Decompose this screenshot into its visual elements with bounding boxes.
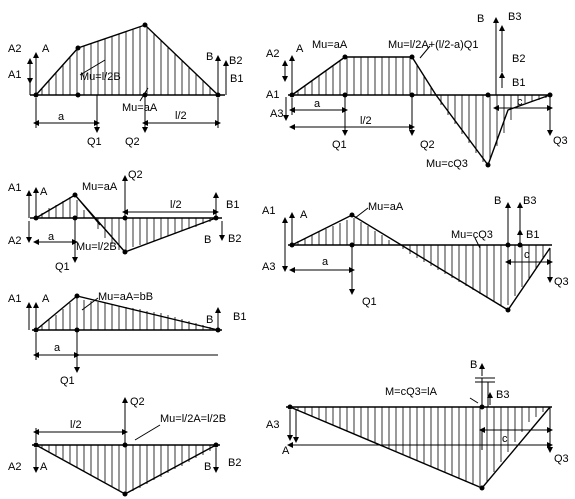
label-m-eq: M=cQ3=lA [385,386,438,398]
label-c: c [517,96,523,108]
label-B1: B1 [226,199,239,211]
label-Q1: Q1 [362,296,377,308]
label-l2: l/2 [70,419,82,431]
label-Q3: Q3 [554,453,569,465]
label-A2: A2 [266,48,279,60]
label-mu-cq3: Mu=cQ3 [426,158,468,170]
label-A: A [42,293,50,305]
label-a: a [54,342,61,354]
label-a: a [314,98,321,110]
label-Q1: Q1 [87,136,102,148]
diagram-2: A2 A Mu=aA Mu=l/2A+(l/2-a)Q1 B B3 B2 B1 … [266,11,568,170]
label-l2: l/2 [360,115,372,127]
label-mu-l2b: Mu=l/2B [80,71,121,83]
label-A: A [42,43,50,55]
label-A1: A1 [8,69,21,81]
label-mu-aa: Mu=aA [368,201,404,213]
label-Q2: Q2 [130,396,145,408]
label-A1: A1 [266,89,279,101]
moment-area-2 [297,57,547,162]
label-mu-aa: Mu=aA [82,181,118,193]
label-B: B [206,51,213,63]
moment-area-7 [297,407,544,486]
moment-outline-4 [291,214,551,311]
label-A1: A1 [8,182,21,194]
label-Q1: Q1 [332,139,347,151]
label-A2: A2 [8,235,21,247]
label-B: B [206,314,213,326]
label-Q3: Q3 [553,135,568,147]
diagram-7: B B3 M=cQ3=lA A3 A c Q3 [266,359,569,491]
label-c: c [524,249,530,261]
moment-area-6 [41,445,211,494]
label-Q1: Q1 [55,261,70,273]
label-B1: B1 [512,77,525,89]
label-l2: l/2 [170,199,182,211]
label-A: A [300,209,308,221]
label-mu-long: Mu=l/2A+(l/2-a)Q1 [388,39,478,51]
label-B1: B1 [230,73,243,85]
label-mu-eq: Mu=l/2A=l/2B [160,413,226,425]
label-mu-aa: Mu=aA [312,39,348,51]
moment-area-5 [41,298,211,330]
label-Q1: Q1 [60,375,75,387]
label-A3: A3 [270,108,283,120]
label-A3: A3 [262,261,275,273]
label-B: B [494,195,501,207]
label-mu-eq: Mu=aA=bB [98,291,153,303]
label-a: a [58,111,65,123]
moment-area-4 [297,218,544,306]
label-B: B [204,461,211,473]
diagram-6: l/2 Q2 Mu=l/2A=l/2B A2 A B B2 [8,396,241,497]
label-mu-cq3: Mu=cQ3 [451,229,493,241]
label-A: A [40,186,48,198]
label-B3: B3 [508,11,521,23]
label-A3: A3 [266,419,279,431]
label-B3: B3 [496,389,509,401]
label-mu-l2b: Mu=l/2B [76,241,117,253]
label-B1: B1 [526,229,539,241]
label-B2: B2 [229,55,242,67]
label-B: B [204,234,211,246]
label-a: a [48,231,55,243]
label-B2: B2 [228,457,241,469]
moment-outline-7 [289,406,551,489]
label-l2: l/2 [175,110,187,122]
label-A: A [296,43,304,55]
diagram-1: A2 A A1 Mu=l/2B Mu=aA B B2 B1 a l/2 Q1 Q… [8,22,243,148]
label-B2: B2 [228,233,241,245]
diagram-5: A1 A Mu=aA=bB B B1 a Q1 [8,291,246,387]
moment-area-3 [41,197,211,250]
label-A1: A1 [262,205,275,217]
diagram-4: A1 A Mu=aA B B3 Mu=cQ3 B1 A3 a c Q1 Q3 [262,195,569,313]
label-B3: B3 [523,195,536,207]
diagram-3: A1 A Mu=aA Q2 l/2 B1 A2 a Mu=l/2B Q1 B B… [8,169,241,273]
label-Q2: Q2 [128,169,143,181]
label-B2: B2 [512,53,525,65]
label-A: A [282,445,290,457]
label-Q2: Q2 [420,139,435,151]
moment-outline-1 [35,24,219,96]
label-B: B [470,359,477,371]
label-mu-aa: Mu=aA [122,102,158,114]
label-B1: B1 [233,311,246,323]
label-Q2: Q2 [125,136,140,148]
label-a: a [322,256,329,268]
label-A: A [40,461,48,473]
label-A2: A2 [8,43,21,55]
moment-area-1 [41,27,211,95]
moment-outline-3 [35,194,217,253]
label-A2: A2 [8,461,21,473]
label-B: B [477,13,484,25]
label-Q3: Q3 [554,276,569,288]
label-A1: A1 [8,293,21,305]
label-c: c [502,433,508,445]
